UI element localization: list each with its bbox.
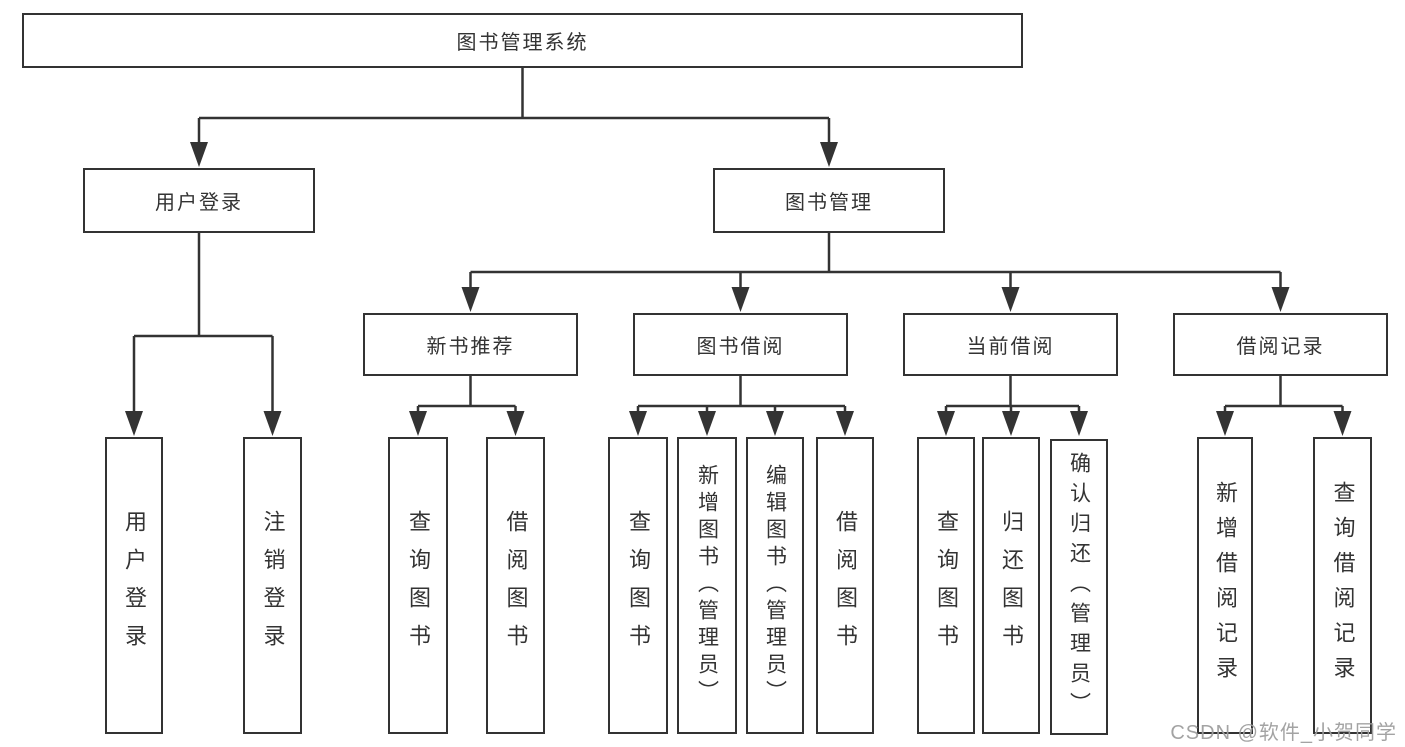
leaf-nb-query-books: 查询图书	[388, 437, 448, 734]
node-book-management: 图书管理	[713, 168, 945, 233]
node-user-login: 用户登录	[83, 168, 315, 233]
node-new-book-recommend: 新书推荐	[363, 313, 578, 376]
leaf-bb-edit-book-admin: 编辑图书（管理员）	[746, 437, 804, 734]
leaf-bb-add-book-admin: 新增图书（管理员）	[677, 437, 737, 734]
watermark: CSDN @软件_小贺同学	[1170, 722, 1397, 744]
leaf-bb-query-books: 查询图书	[608, 437, 668, 734]
leaf-br-add-record: 新增借阅记录	[1197, 437, 1253, 734]
leaf-user-login: 用户登录	[105, 437, 163, 734]
leaf-cb-return-books: 归还图书	[982, 437, 1040, 734]
arrow-down-icons	[125, 142, 1352, 436]
node-library-system: 图书管理系统	[22, 13, 1023, 68]
connector-paths	[132, 68, 1344, 416]
leaf-bb-borrow-books: 借阅图书	[816, 437, 874, 734]
leaf-cb-query-books: 查询图书	[917, 437, 975, 734]
leaf-cb-confirm-return-admin: 确认归还（管理员）	[1050, 439, 1108, 735]
node-current-borrowing: 当前借阅	[903, 313, 1118, 376]
node-borrowing-records: 借阅记录	[1173, 313, 1388, 376]
leaf-nb-borrow-books: 借阅图书	[486, 437, 545, 734]
node-book-borrowing: 图书借阅	[633, 313, 848, 376]
leaf-br-query-record: 查询借阅记录	[1313, 437, 1372, 734]
leaf-logout: 注销登录	[243, 437, 302, 734]
